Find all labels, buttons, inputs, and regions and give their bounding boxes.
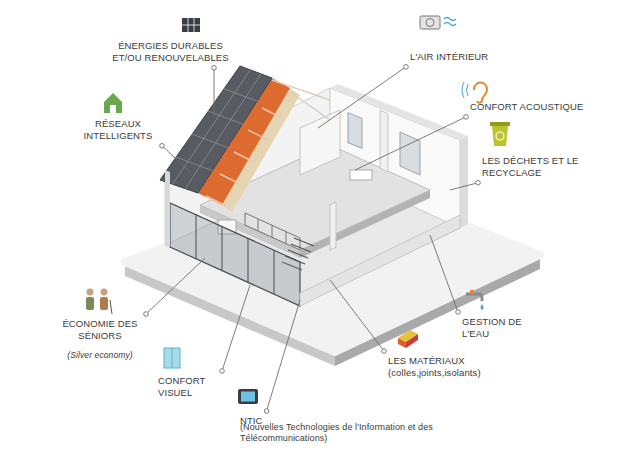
leader-dot bbox=[476, 180, 481, 185]
leader-dot bbox=[212, 65, 217, 70]
materials-icon bbox=[398, 330, 418, 348]
railing bbox=[258, 219, 259, 231]
callout-wrapper: RÉSEAUX INTELLIGENTS bbox=[78, 118, 158, 143]
window-frames bbox=[196, 215, 274, 294]
leader-line bbox=[450, 183, 478, 190]
leader-line bbox=[430, 235, 458, 312]
callout-label: RÉSEAUX INTELLIGENTS bbox=[78, 118, 158, 142]
callout-label: L'AIR INTÉRIEUR bbox=[410, 51, 488, 63]
wall-edge bbox=[165, 170, 170, 247]
roof bbox=[160, 66, 272, 193]
callout-wrapper: CONFORT ACOUSTIQUE bbox=[470, 96, 595, 114]
callout-label: CONFORT ACOUSTIQUE bbox=[470, 101, 583, 113]
partition-wall bbox=[300, 110, 340, 175]
smart-grid-icon bbox=[104, 93, 122, 113]
callout-wrapper: ÉCONOMIE DES SÉNIORS bbox=[58, 318, 142, 343]
roof-framing bbox=[272, 80, 330, 120]
leader-dot bbox=[160, 143, 165, 148]
leader-dot bbox=[404, 65, 409, 70]
seniors-icon bbox=[86, 289, 112, 315]
leader-dot bbox=[464, 115, 469, 120]
front-glazing bbox=[170, 203, 300, 306]
callout-wrapper: L'AIR INTÉRIEUR bbox=[410, 46, 530, 64]
recycling-bin-icon bbox=[490, 122, 510, 146]
callout-label: LES DÉCHETS ET LE RECYCLAGE bbox=[482, 155, 582, 179]
callout-wrapper: CONFORT VISUEL bbox=[158, 375, 218, 400]
callout-wrapper: ÉNERGIES DURABLES ET/OU RENOUVELABLES bbox=[108, 40, 233, 65]
leader-dot bbox=[382, 349, 387, 354]
callout-wrapper: GESTION DE L'EAU bbox=[462, 316, 522, 341]
air-icon bbox=[420, 16, 456, 29]
callout-label: (Silver economy) bbox=[67, 350, 132, 361]
callout-label: ÉNERGIES DURABLES ET/OU RENOUVELABLES bbox=[108, 40, 233, 64]
wall-edge bbox=[460, 136, 468, 228]
leader-line bbox=[267, 300, 300, 411]
leader-line bbox=[330, 280, 384, 351]
solar-icon bbox=[182, 18, 200, 32]
low-front-wall bbox=[300, 215, 460, 306]
callout-wrapper: (Nouvelles Technologies de l'Information… bbox=[240, 422, 450, 445]
leader-line bbox=[222, 285, 250, 371]
callout-label: LES MATÉRIAUX bbox=[388, 355, 465, 367]
leader-dot bbox=[144, 312, 149, 317]
partition-wall bbox=[380, 110, 388, 172]
callout-label: GESTION DE L'EAU bbox=[462, 316, 522, 340]
callout-wrapper: (Silver economy) bbox=[58, 344, 142, 362]
ear-icon bbox=[462, 82, 487, 103]
callout-label: ÉCONOMIE DES SÉNIORS bbox=[58, 318, 142, 342]
solar-panels bbox=[172, 70, 261, 189]
callout-wrapper: LES MATÉRIAUX bbox=[388, 350, 518, 368]
window bbox=[400, 132, 420, 175]
leader-line bbox=[318, 67, 406, 128]
partition-wall bbox=[330, 202, 336, 250]
leader-dot bbox=[220, 369, 225, 374]
bathtub bbox=[350, 170, 372, 180]
callout-label: (Nouvelles Technologies de l'Information… bbox=[240, 422, 450, 445]
callout-wrapper: LES DÉCHETS ET LE RECYCLAGE bbox=[482, 155, 582, 180]
leader-dot bbox=[456, 310, 461, 315]
railing bbox=[286, 232, 287, 244]
tablet-icon bbox=[238, 389, 258, 404]
leader-dot bbox=[264, 409, 269, 414]
window bbox=[348, 113, 362, 149]
callout-label: CONFORT VISUEL bbox=[158, 375, 218, 399]
window-icon bbox=[164, 348, 180, 368]
leader-line bbox=[355, 117, 466, 170]
railing bbox=[272, 225, 273, 237]
leader-line bbox=[162, 146, 190, 172]
faucet-icon bbox=[466, 290, 484, 310]
leader-line bbox=[214, 68, 215, 118]
leader-line bbox=[146, 258, 205, 314]
callout-label: (colles,joints,isolants) bbox=[388, 367, 481, 379]
